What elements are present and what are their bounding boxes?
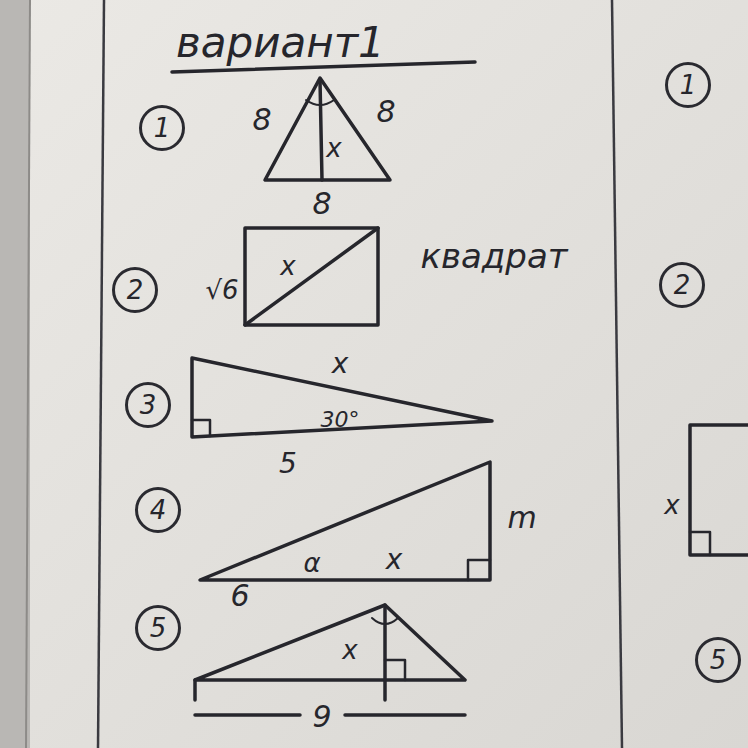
task-number-circle: 2 [659, 262, 705, 308]
figure-label: α [303, 550, 320, 576]
worksheet-title: вариант1 [176, 22, 385, 64]
task-number: 5 [150, 615, 167, 641]
figure-label: x [342, 637, 357, 663]
figure-label: 8 [252, 105, 271, 135]
figure-label: квадрат [420, 239, 567, 273]
figure-label: x [326, 135, 341, 161]
task-number: 5 [710, 647, 727, 673]
figure-label: 6 [230, 581, 249, 611]
task-number: 3 [140, 392, 157, 418]
figure-label: 9 [312, 702, 331, 732]
task-number-circle: 5 [695, 637, 741, 683]
task-number-circle: 5 [135, 605, 181, 651]
figure-label: 30° [321, 409, 360, 431]
figure-label: x [664, 492, 679, 518]
task-number-circle: 1 [139, 105, 185, 151]
task-number-circle: 2 [112, 267, 158, 313]
task-number: 2 [127, 277, 144, 303]
figure-label: 8 [376, 97, 395, 127]
figure-label: 5 [279, 450, 297, 478]
task-number: 1 [680, 72, 697, 98]
task-number: 2 [674, 272, 691, 298]
figure-label: x [280, 253, 295, 279]
figure-label: 8 [312, 189, 331, 219]
task-number-circle: 3 [125, 382, 171, 428]
task-number-circle: 1 [665, 62, 711, 108]
task-number-circle: 4 [135, 487, 181, 533]
task-number: 4 [150, 497, 167, 523]
figure-label: m [507, 503, 536, 533]
figure-label: √6 [205, 277, 238, 303]
task-number: 1 [154, 115, 171, 141]
figure-label: x [386, 546, 403, 574]
figure-label: x [332, 350, 349, 378]
